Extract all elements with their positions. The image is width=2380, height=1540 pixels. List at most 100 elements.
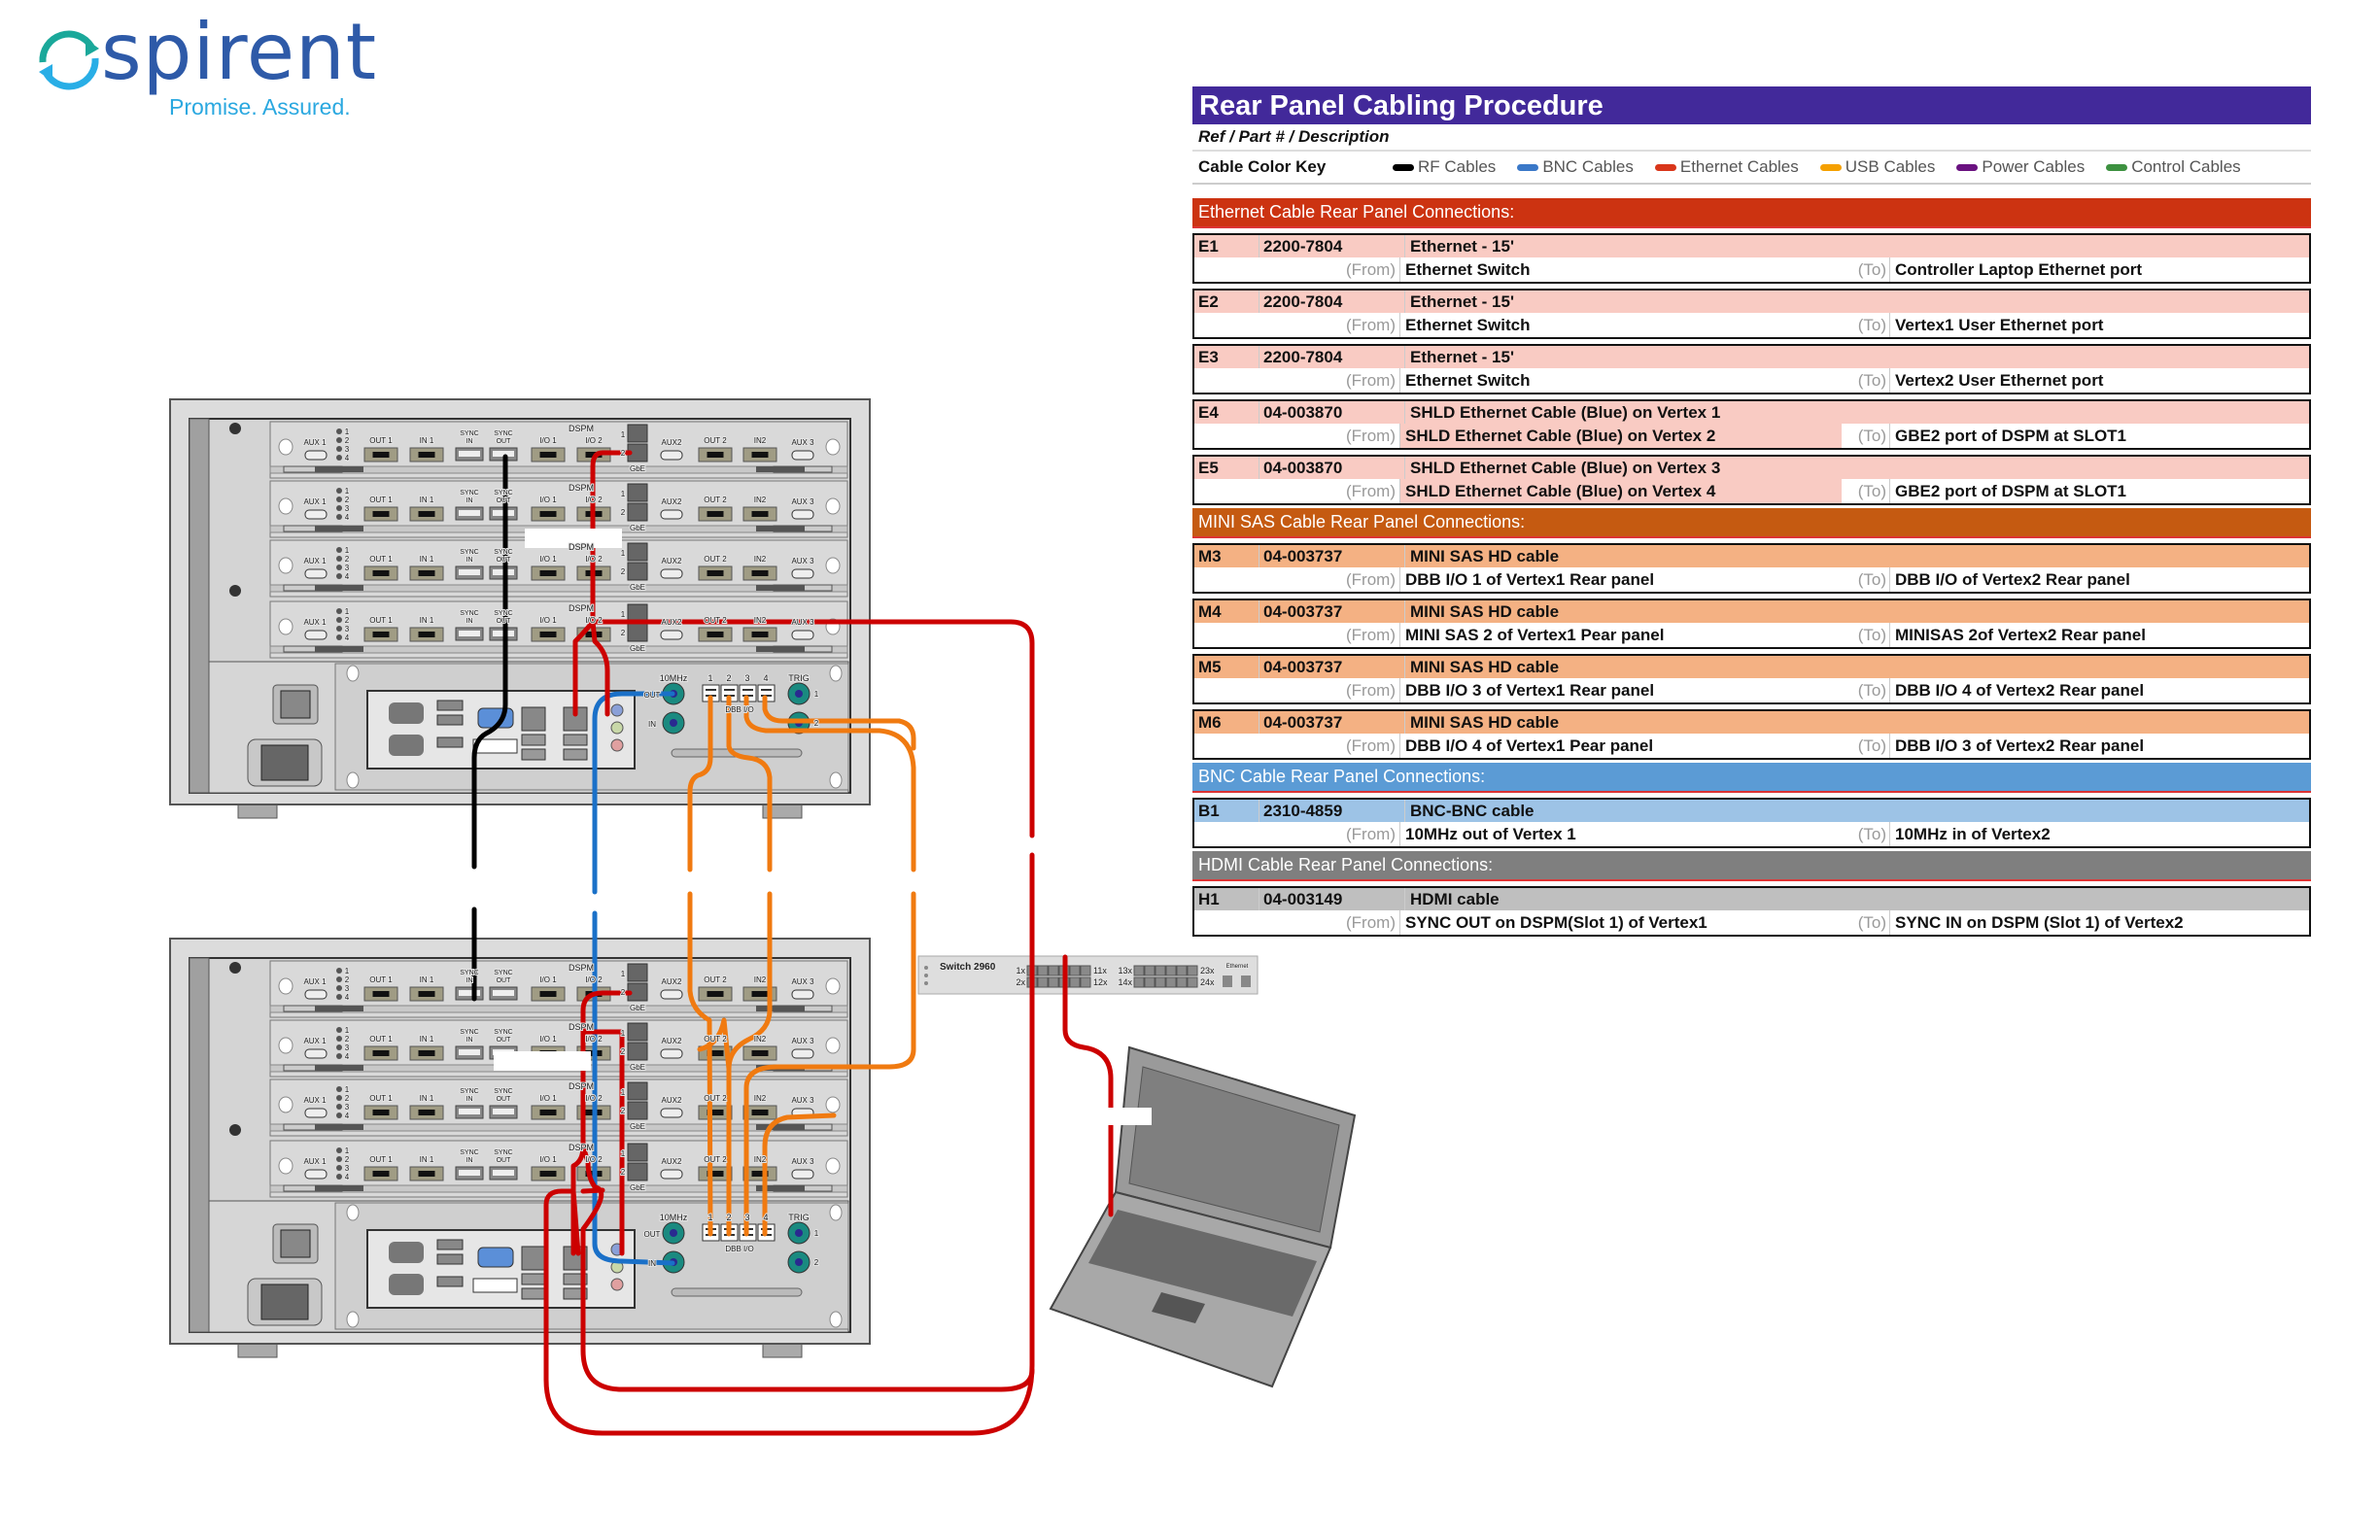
logo-brand: spirent <box>101 7 378 97</box>
to-label: (To) <box>1842 567 1890 592</box>
gbe-port-label: 2 <box>621 1047 626 1056</box>
entry-description: SHLD Ethernet Cable (Blue) on Vertex 3 <box>1410 459 1721 477</box>
dspm-card <box>269 421 848 479</box>
color-swatch <box>1819 163 1842 171</box>
card-rail <box>269 465 848 474</box>
sync-out-label: SYNC <box>494 1149 512 1156</box>
entry-description: SHLD Ethernet Cable (Blue) on Vertex 1 <box>1410 403 1721 422</box>
chassis-foot <box>762 1343 803 1358</box>
to-endpoint: Vertex1 User Ethernet port <box>1895 316 2104 334</box>
entry-description: HDMI cable <box>1410 890 1500 908</box>
usb-port <box>436 714 464 726</box>
io1-label: I/O 1 <box>539 436 557 445</box>
led-icon <box>336 1156 342 1162</box>
screw-icon <box>825 977 841 995</box>
from-endpoint: 10MHz out of Vertex 1 <box>1405 825 1576 843</box>
dbb-port-number: 3 <box>744 1213 749 1222</box>
sync-out-label: OUT <box>497 557 512 564</box>
bnc-cable <box>592 691 675 895</box>
led-icon <box>336 1112 342 1118</box>
vent-slot <box>671 1287 803 1297</box>
entry-connection-row: (From)SYNC OUT on DSPM(Slot 1) of Vertex… <box>1194 910 2309 935</box>
led-label: 4 <box>345 1173 350 1181</box>
ejector-lever <box>315 1065 363 1071</box>
to-endpoint: DBB I/O 4 of Vertex2 Rear panel <box>1895 681 2145 700</box>
blank-label <box>1108 1108 1152 1125</box>
aux1-port <box>304 630 328 640</box>
dbb-port-number: 4 <box>763 673 768 683</box>
port-slot <box>707 991 724 997</box>
aux2-label: AUX2 <box>662 438 682 447</box>
color-key-item: Control Cables <box>2106 152 2241 183</box>
io1-label: I/O 1 <box>539 975 557 984</box>
entry-connection-row: (From)Ethernet Switch(To)Vertex2 User Et… <box>1194 368 2309 393</box>
io2-label: I/O 2 <box>585 436 603 445</box>
gbe-port-label: 2 <box>621 449 626 458</box>
screw-icon <box>825 1157 841 1175</box>
switch-port <box>1165 965 1177 976</box>
port-pins <box>742 689 753 691</box>
screw-icon <box>278 438 293 456</box>
from-label: (From) <box>1194 368 1400 393</box>
mount-hole <box>229 962 241 974</box>
port-slot <box>539 511 557 517</box>
aux3-label: AUX 3 <box>791 557 814 565</box>
aux2-port <box>660 1108 683 1118</box>
sync-out-label: SYNC <box>494 490 512 496</box>
from-endpoint: MINI SAS 2 of Vertex1 Pear panel <box>1405 626 1665 644</box>
led-label: 1 <box>345 607 350 616</box>
hdmi-slot <box>459 990 480 996</box>
switch-port <box>1048 965 1059 976</box>
port-slot <box>418 1050 435 1056</box>
from-label: (From) <box>1194 623 1400 647</box>
usb-cable <box>743 695 916 873</box>
hdmi-slot <box>459 1170 480 1176</box>
switch-port-label: 13x <box>1118 966 1132 975</box>
entry-description: Ethernet - 15' <box>1410 292 1515 311</box>
in1-label: IN 1 <box>420 616 434 625</box>
aux3-label: AUX 3 <box>791 618 814 627</box>
aux2-port <box>660 568 683 579</box>
out2-label: OUT 2 <box>704 1094 727 1103</box>
port-slot <box>418 991 435 997</box>
led-label: 1 <box>345 487 350 496</box>
screw-icon <box>278 557 293 574</box>
blank-label <box>494 1051 591 1071</box>
gbe-port-1 <box>627 603 648 623</box>
led-icon <box>336 985 342 991</box>
entry-description: Ethernet - 15' <box>1410 237 1515 256</box>
serial-port <box>389 1274 424 1295</box>
gbe-port-label: 1 <box>621 430 626 439</box>
dspm-label: DSPM <box>569 963 594 973</box>
out1-label: OUT 1 <box>369 555 393 564</box>
aux1-label: AUX 1 <box>303 977 327 986</box>
color-key-text: Ethernet Cables <box>1679 157 1799 176</box>
port-slot <box>418 570 435 576</box>
laptop-keyboard <box>1088 1210 1317 1317</box>
usb-port <box>521 1273 546 1285</box>
hdmi-slot <box>459 569 480 575</box>
sync-in-label: IN <box>466 1157 473 1164</box>
in2-label: IN2 <box>754 436 767 445</box>
switch-port-label: 11x <box>1093 966 1107 975</box>
from-endpoint: DBB I/O 3 of Vertex1 Rear panel <box>1405 681 1655 700</box>
gbe-port-2 <box>627 502 648 522</box>
entry-part-number: 04-003737 <box>1259 600 1405 623</box>
port-slot <box>418 452 435 458</box>
to-label: (To) <box>1842 678 1890 702</box>
label-layer: AUX 1 1 2 3 4 OUT 1 IN 1 SYNC IN SYNC OUT I/O 1 I/O … <box>302 423 1249 1269</box>
dspm-label: DSPM <box>569 1081 594 1091</box>
aux2-label: AUX2 <box>662 497 682 506</box>
switch-port <box>1080 965 1091 976</box>
led-icon <box>336 455 342 461</box>
led-label: 3 <box>345 1103 350 1112</box>
sync-in-label: SYNC <box>460 549 478 556</box>
color-key-item: RF Cables <box>1393 152 1496 183</box>
led-label: 1 <box>345 1085 350 1094</box>
in2-label: IN2 <box>754 555 767 564</box>
dbb-io-label: DBB I/O <box>725 705 753 714</box>
aux2-label: AUX2 <box>662 618 682 627</box>
from-label: (From) <box>1194 313 1400 337</box>
